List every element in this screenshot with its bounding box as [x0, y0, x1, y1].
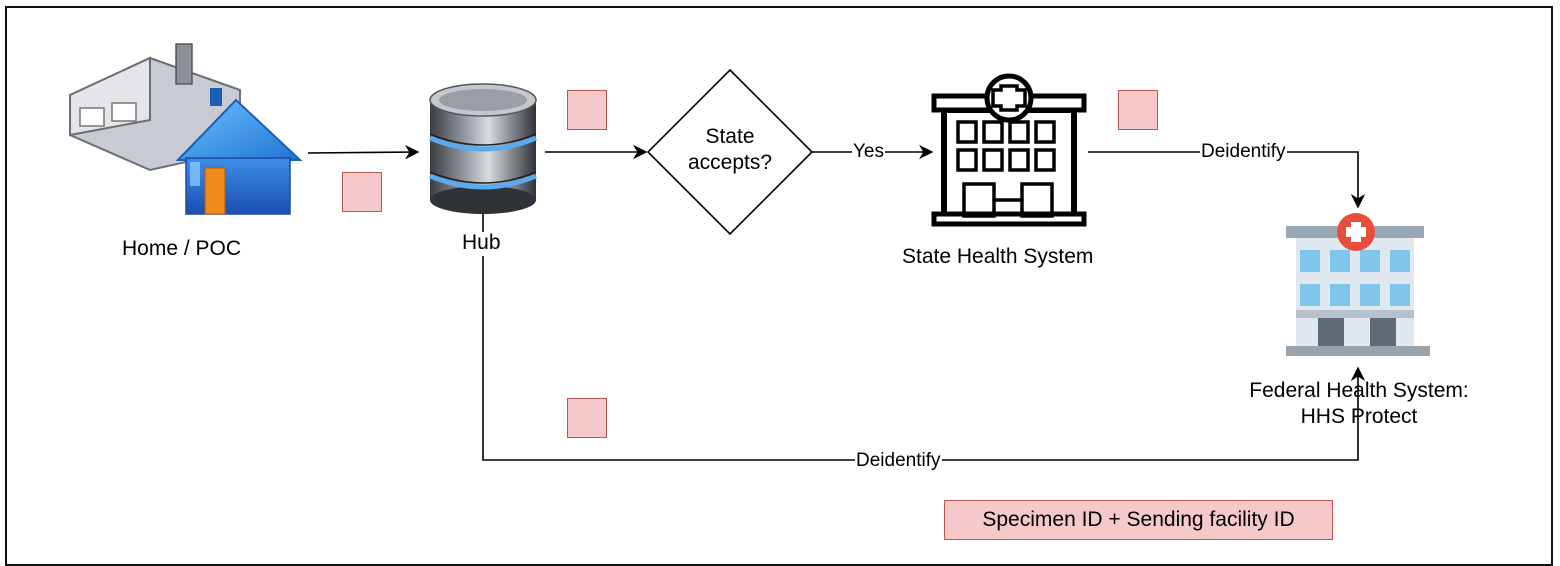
- data-marker-hub-decision: [567, 90, 607, 130]
- data-marker-hub-federal: [567, 398, 607, 438]
- decision-label-line1: State: [705, 125, 755, 148]
- home-icon: [69, 43, 303, 215]
- decision-label-line2: accepts?: [687, 151, 773, 175]
- federal-label-line2: HHS Protect: [1300, 405, 1418, 429]
- node-label-home: Home / POC: [122, 237, 242, 260]
- edge-state-to-federal: [1088, 151, 1366, 209]
- data-marker-home-hub: [342, 172, 382, 212]
- hospital-color-icon: [1286, 213, 1430, 356]
- hospital-outline-icon: [931, 73, 1087, 227]
- legend-specimen-id: Specimen ID + Sending facility ID: [944, 500, 1333, 540]
- node-label-hub: Hub: [462, 231, 501, 254]
- edge-label-deidentify-state: Deidentify: [1200, 141, 1287, 163]
- node-label-federal: Federal Health System: HHS Protect: [1214, 378, 1504, 431]
- diagram-frame: [5, 6, 1553, 566]
- edge-home-to-hub: [307, 144, 420, 160]
- federal-label-line1: Federal Health System:: [1249, 379, 1469, 402]
- node-label-decision: State accepts?: [668, 124, 792, 177]
- edge-label-yes: Yes: [852, 141, 885, 163]
- decision-diamond: [646, 68, 814, 236]
- edge-label-deidentify-hub: Deidentify: [855, 450, 942, 472]
- database-icon: [429, 83, 537, 214]
- data-marker-state-federal: [1118, 90, 1158, 130]
- node-label-state: State Health System: [902, 245, 1094, 268]
